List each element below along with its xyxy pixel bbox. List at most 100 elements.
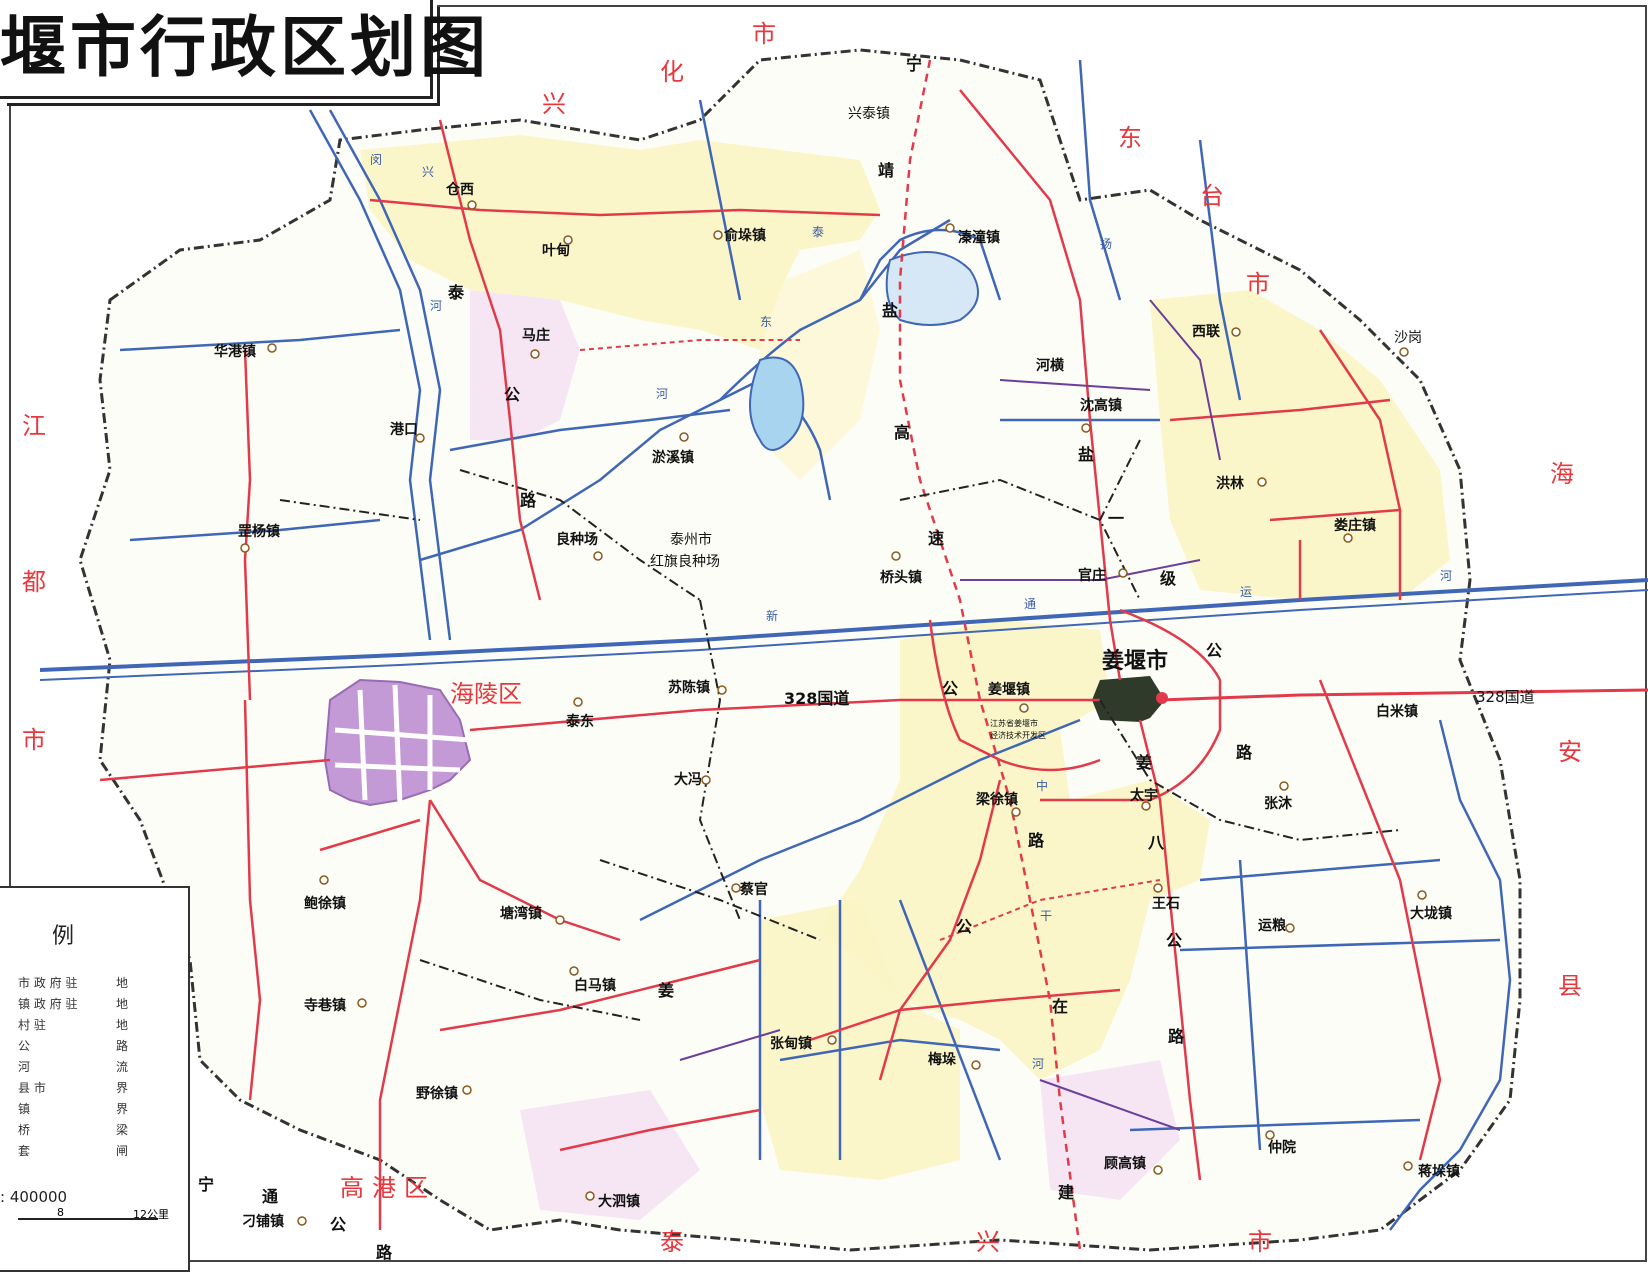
label-jiang-road-1: 姜 xyxy=(658,981,674,1000)
zone-yellow-south xyxy=(760,900,960,1180)
label-town-dalun: 大垅镇 xyxy=(1410,905,1452,922)
label-town-xingtai: 兴泰镇 xyxy=(848,106,890,122)
label-town-liangxu: 梁徐镇 xyxy=(975,791,1018,808)
legend-row: 公路 xyxy=(18,1037,128,1054)
legend-row-left: 桥 xyxy=(18,1123,31,1137)
label-taixing-2: 兴 xyxy=(976,1228,1000,1256)
label-river-5: 河 xyxy=(656,387,668,401)
legend-row-left: 河 xyxy=(18,1060,31,1074)
label-town-gangkou: 港口 xyxy=(390,421,418,438)
label-haian-2: 安 xyxy=(1558,738,1582,766)
label-river-8: 扬 xyxy=(1100,236,1112,251)
river-network xyxy=(39,59,1648,1231)
legend-row-left: 公 xyxy=(18,1039,31,1053)
label-xinghua-3: 市 xyxy=(752,20,776,48)
label-town-yedian: 叶甸 xyxy=(542,242,570,259)
legend-row: 河流 xyxy=(18,1058,128,1075)
label-town-qiaotou: 桥头镇 xyxy=(880,569,922,586)
label-ning-4: 路 xyxy=(376,1243,393,1262)
label-g328-west: 328国道 xyxy=(784,689,849,708)
label-tai-road-2: 公 xyxy=(504,385,520,404)
label-town-qintong: 溱潼镇 xyxy=(958,229,1000,246)
label-town-jiangyan: 姜堰镇 xyxy=(988,681,1030,698)
legend-row-left: 镇 政 府 驻 xyxy=(18,997,78,1011)
legend-row: 镇 政 府 驻地 xyxy=(18,995,128,1012)
label-town-yuduo: 俞垛镇 xyxy=(723,227,766,244)
label-town-louzhuang: 娄庄镇 xyxy=(1334,517,1376,534)
label-yi-3: 公 xyxy=(1206,641,1222,660)
legend-row-right: 梁 xyxy=(115,1123,128,1137)
label-town-gugao: 顾高镇 xyxy=(1104,1155,1146,1172)
scale-ratio: : 400000 xyxy=(0,1188,68,1206)
map-frame xyxy=(9,5,1647,1262)
label-river-6: 新 xyxy=(766,608,778,623)
town-boundaries xyxy=(279,439,1401,1021)
label-river-13: 河 xyxy=(1032,1057,1044,1071)
legend-row-left: 村 驻 xyxy=(18,1018,46,1032)
label-yan-road-1: 宁 xyxy=(906,55,922,74)
label-jiang-road-2: 公 xyxy=(1166,931,1182,950)
legend-row: 县 市界 xyxy=(18,1079,128,1096)
label-town-caiguan: 蔡官 xyxy=(739,881,768,898)
label-qi-3: 在 xyxy=(1052,997,1068,1016)
label-town-baima: 白马镇 xyxy=(574,977,616,994)
label-devzone-1: 江苏省姜堰市 xyxy=(990,718,1038,728)
label-jiangba-1: 姜 xyxy=(1136,753,1152,772)
label-town-guanzhuang: 官庄 xyxy=(1078,567,1106,584)
label-river-11: 中 xyxy=(1036,778,1048,793)
legend-row-right: 界 xyxy=(115,1102,128,1116)
label-yan-road-4: 高 xyxy=(894,423,910,442)
road-dashed-west xyxy=(579,339,800,351)
label-hailing: 海陵区 xyxy=(450,680,522,708)
label-devzone-2: 经济技术开发区 xyxy=(990,730,1046,740)
map-title-box: 堰市行政区划图 xyxy=(0,0,486,99)
label-xinghua-2: 化 xyxy=(660,58,684,86)
label-taixing-1: 泰 xyxy=(660,1228,684,1256)
legend-row-right: 地 xyxy=(115,976,128,990)
zone-yellow-center xyxy=(820,620,1210,1080)
label-town-meiduo: 梅垛 xyxy=(928,1051,957,1068)
label-gaogang: 高港区 xyxy=(340,1174,436,1202)
legend-row: 桥梁 xyxy=(18,1121,128,1138)
label-haian-3: 县 xyxy=(1558,972,1582,1000)
label-town-tangwan: 塘湾镇 xyxy=(500,905,542,922)
legend-row: 镇界 xyxy=(18,1100,128,1117)
label-yan-road-2: 靖 xyxy=(878,161,894,180)
zone-yellow-east xyxy=(1150,290,1450,600)
legend-row: 村 驻地 xyxy=(18,1016,128,1033)
label-yan-road-3: 盐 xyxy=(882,301,898,320)
label-river-4: 东 xyxy=(760,315,772,329)
label-dongtai-1: 东 xyxy=(1118,124,1142,152)
label-yan-road-6: 公 xyxy=(942,679,958,698)
label-town-taidong: 泰东 xyxy=(565,713,594,730)
legend-row-left: 套 xyxy=(18,1144,31,1158)
legend-row-left: 镇 xyxy=(18,1102,31,1116)
legend-row-right: 路 xyxy=(115,1039,128,1053)
label-town-baoxu: 鲍徐镇 xyxy=(304,895,346,912)
legend-row: 市 政 府 驻地 xyxy=(18,974,128,991)
legend-row: 套闸 xyxy=(18,1142,128,1159)
label-river-0: 闵 xyxy=(370,152,382,167)
zone-pink-sw xyxy=(520,1090,700,1220)
label-river-10: 河 xyxy=(1440,569,1452,583)
legend-title: 例 xyxy=(52,924,75,949)
label-jiangdu-2: 都 xyxy=(22,568,46,596)
label-town-youxi: 淤溪镇 xyxy=(652,449,694,466)
label-town-mazhuang: 马庄 xyxy=(522,327,550,344)
label-qi-1: 公 xyxy=(956,917,972,936)
label-town-suchen: 苏陈镇 xyxy=(668,679,710,696)
label-taixing-3: 市 xyxy=(1248,1228,1272,1256)
label-town-zhongyuan: 仲院 xyxy=(1268,1139,1296,1156)
label-town-huagang: 华港镇 xyxy=(214,343,256,360)
label-qi-2: 路 xyxy=(1028,831,1045,850)
legend-row-right: 界 xyxy=(115,1081,128,1095)
label-town-diaopu: 刁铺镇 xyxy=(242,1213,284,1230)
label-dongtai-2: 台 xyxy=(1200,182,1224,210)
legend-row-right: 流 xyxy=(115,1060,128,1074)
legend-row-left: 市 政 府 驻 xyxy=(18,976,78,990)
city-seat-marker xyxy=(1156,692,1168,704)
label-yi-2: 级 xyxy=(1160,569,1177,588)
legend-panel: 例 市 政 府 驻地 镇 政 府 驻地 村 驻地 公路 河流 县 市界 镇界 桥… xyxy=(0,886,190,1272)
label-jiangdu-1: 江 xyxy=(22,412,46,440)
